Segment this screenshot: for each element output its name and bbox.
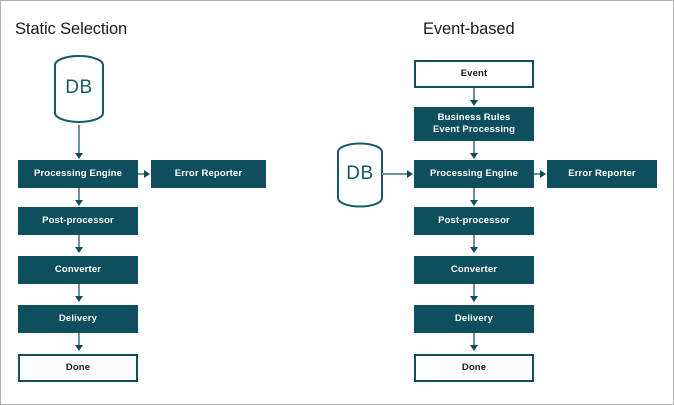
- connector-converter-to-delivery-event: [473, 284, 475, 296]
- connector-processing-engine-to-post-processor-event: [473, 188, 475, 200]
- node-converter-event[interactable]: Converter: [414, 256, 534, 284]
- node-post-processor-event[interactable]: Post-processor: [414, 207, 534, 235]
- panel-title-event-based: Event-based: [423, 20, 515, 38]
- node-delivery[interactable]: Delivery: [18, 305, 138, 333]
- arrowhead-converter-to-delivery-event: [469, 296, 478, 302]
- database-cylinder-icon: DB: [49, 53, 109, 125]
- node-done-event[interactable]: Done: [414, 354, 534, 382]
- connector-processing-engine-to-post-processor: [78, 188, 80, 200]
- node-converter[interactable]: Converter: [18, 256, 138, 284]
- arrowhead-post-processor-to-converter: [74, 247, 83, 253]
- connector-processing-engine-to-error-reporter-event: [534, 173, 542, 175]
- business-rules-line-1: Business Rules: [437, 111, 511, 123]
- arrowhead-db-to-processing-engine: [74, 153, 83, 159]
- connector-delivery-to-done-event: [473, 333, 475, 345]
- business-rules-line-2: Event Processing: [432, 124, 516, 135]
- node-error-reporter[interactable]: Error Reporter: [151, 160, 266, 188]
- node-processing-engine[interactable]: Processing Engine: [18, 160, 138, 188]
- node-delivery-event[interactable]: Delivery: [414, 305, 534, 333]
- node-done[interactable]: Done: [18, 354, 138, 382]
- arrowhead-delivery-to-done-event: [469, 345, 478, 351]
- arrowhead-processing-engine-to-error-reporter: [144, 169, 150, 178]
- database-cylinder-icon-event: DB: [332, 141, 388, 209]
- connector-db-to-processing-engine-event: [382, 173, 408, 175]
- node-business-rules-event-processing[interactable]: Business Rules Event Processing: [414, 107, 534, 141]
- node-event[interactable]: Event: [414, 60, 534, 88]
- connector-processing-engine-to-error-reporter: [138, 173, 146, 175]
- node-processing-engine-event[interactable]: Processing Engine: [414, 160, 534, 188]
- connector-db-to-processing-engine: [78, 125, 80, 153]
- node-error-reporter-event[interactable]: Error Reporter: [547, 160, 657, 188]
- arrowhead-delivery-to-done: [74, 345, 83, 351]
- node-post-processor[interactable]: Post-processor: [18, 207, 138, 235]
- arrowhead-processing-engine-to-post-processor-event: [469, 200, 478, 206]
- arrowhead-db-to-processing-engine-event: [407, 169, 413, 178]
- connector-event-to-business-rules: [473, 88, 475, 100]
- connector-business-rules-to-processing-engine: [473, 141, 475, 153]
- arrowhead-processing-engine-to-error-reporter-event: [540, 169, 546, 178]
- arrowhead-processing-engine-to-post-processor: [74, 200, 83, 206]
- arrowhead-post-processor-to-converter-event: [469, 247, 478, 253]
- arrowhead-converter-to-delivery: [74, 296, 83, 302]
- arrowhead-event-to-business-rules: [469, 100, 478, 106]
- panel-title-static-selection: Static Selection: [15, 20, 128, 38]
- connector-post-processor-to-converter-event: [473, 235, 475, 247]
- connector-post-processor-to-converter: [78, 235, 80, 247]
- arrowhead-business-rules-to-processing-engine: [469, 153, 478, 159]
- connector-converter-to-delivery: [78, 284, 80, 296]
- connector-delivery-to-done: [78, 333, 80, 345]
